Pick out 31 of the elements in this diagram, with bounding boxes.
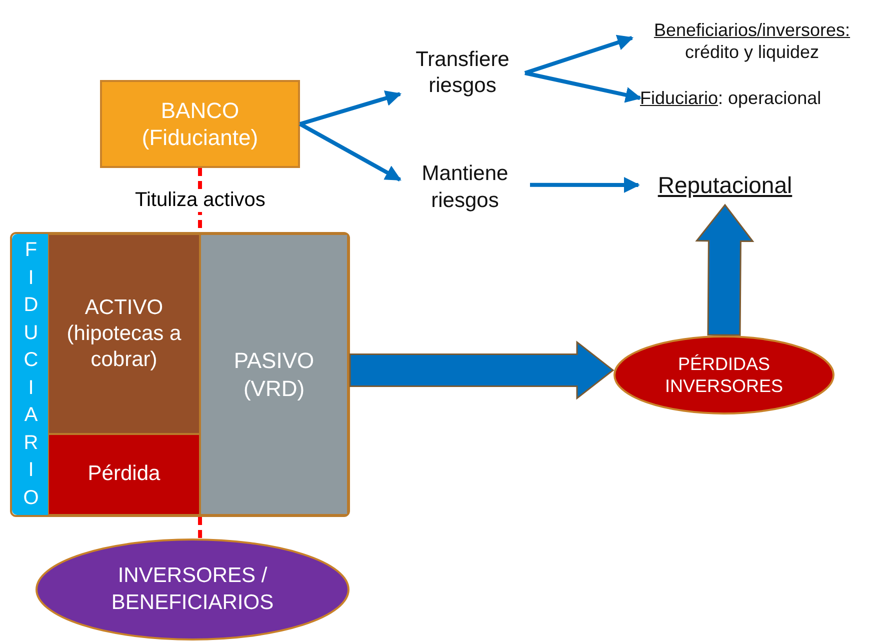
investor-ellipse — [35, 538, 350, 641]
fiduciary-strip — [12, 234, 50, 515]
trust-box — [10, 232, 350, 517]
node-label: Fiduciario — [640, 86, 718, 110]
node-label: BANCO (Fiduciante) — [140, 96, 260, 152]
node-label: ACTIVO (hipotecas a cobrar) — [66, 294, 182, 374]
dashed-line — [198, 517, 202, 539]
node-label: PÉRDIDAS INVERSORES — [664, 352, 784, 398]
arrow — [530, 176, 640, 193]
arrow — [299, 90, 402, 126]
node-subtext: : operacional — [718, 86, 822, 110]
arrow — [299, 122, 402, 182]
bank-box — [100, 80, 300, 168]
block-arrow — [695, 204, 754, 336]
arrow — [524, 34, 634, 75]
loss-box — [48, 434, 200, 515]
node-subtext: crédito y liquidez — [684, 41, 820, 64]
arrow — [524, 71, 642, 103]
vertical-label: FIDUCIARIO — [23, 238, 39, 510]
node-label: Mantiene riesgos — [420, 161, 510, 214]
node-label: PASIVO (VRD) — [232, 347, 316, 402]
liability-box — [200, 234, 348, 515]
node-label: INVERSORES / BENEFICIARIOS — [110, 563, 275, 616]
edge-label: Tituliza activos — [132, 188, 268, 212]
asset-box — [48, 234, 200, 434]
node-label: Beneficiarios/inversores: — [654, 18, 850, 41]
node-label: Reputacional — [658, 170, 792, 200]
node-label: Pérdida — [88, 461, 160, 488]
node-label: Transfiere riesgos — [414, 46, 510, 99]
block-arrow — [349, 340, 614, 400]
loss-ellipse — [613, 335, 835, 415]
